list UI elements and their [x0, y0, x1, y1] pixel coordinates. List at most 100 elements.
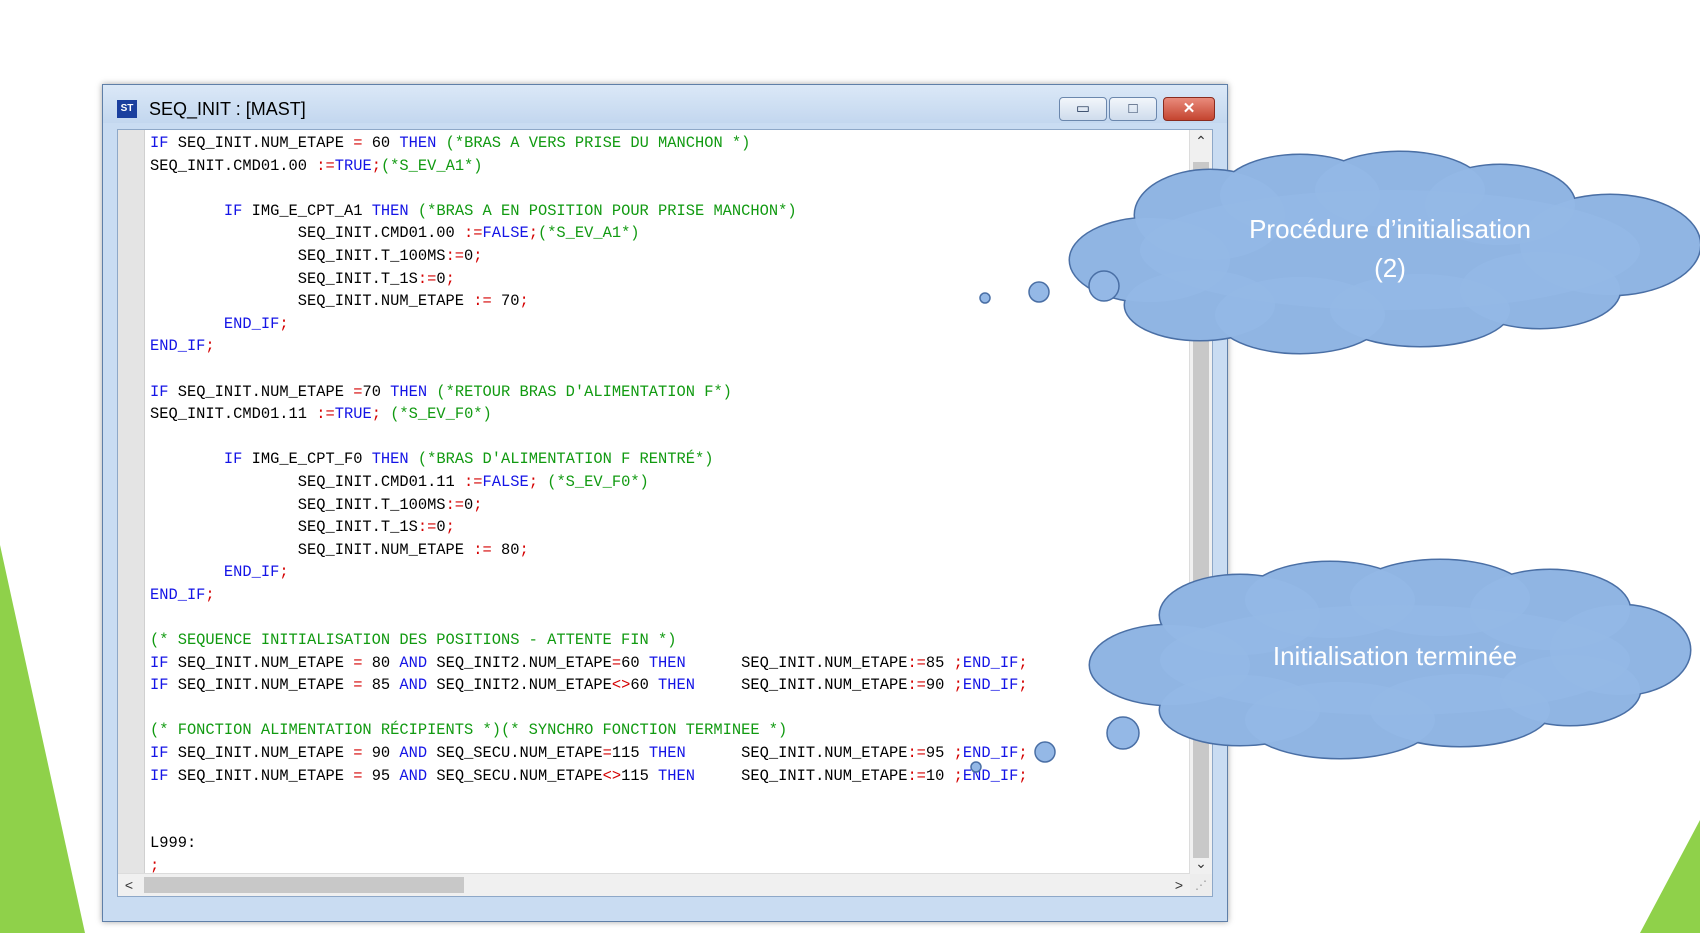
scroll-up-arrow-icon[interactable]: ⌃: [1195, 133, 1207, 149]
cloud-callout-terminee: [1090, 560, 1690, 758]
code-line[interactable]: SEQ_INIT.CMD01.11 :=TRUE; (*S_EV_F0*): [150, 403, 1028, 426]
window-titlebar[interactable]: ST SEQ_INIT : [MAST] ▭ □ ✕: [103, 85, 1227, 123]
code-token: ;: [205, 585, 215, 604]
scroll-left-arrow-icon[interactable]: <: [124, 877, 134, 893]
code-token: SEQ_INIT.T_100MS: [150, 495, 446, 514]
code-token: AND: [399, 676, 428, 695]
code-token: L999:: [150, 834, 197, 853]
code-line[interactable]: L999:: [150, 832, 1028, 855]
code-token: 80: [362, 653, 400, 672]
code-token: SEQ_INIT.T_100MS: [150, 246, 446, 265]
code-token: ;: [205, 337, 215, 356]
code-line[interactable]: END_IF;: [150, 584, 1028, 607]
code-token: SEQ_INIT.NUM_ETAPE: [168, 134, 354, 152]
code-line[interactable]: SEQ_INIT.T_100MS:=0;: [150, 494, 1028, 517]
code-line[interactable]: END_IF;: [150, 335, 1028, 358]
horizontal-scrollbar[interactable]: < >: [118, 873, 1190, 896]
code-token: =: [602, 744, 612, 763]
code-line[interactable]: SEQ_INIT.NUM_ETAPE := 80;: [150, 539, 1028, 562]
code-token: IF: [150, 134, 169, 152]
code-token: ;: [1018, 653, 1028, 672]
code-token: 115: [611, 744, 649, 763]
structured-text-app-icon: ST: [117, 100, 137, 118]
code-token: :=: [464, 472, 483, 491]
code-token: END_IF: [962, 676, 1019, 695]
code-token: ;: [445, 518, 455, 537]
code-line[interactable]: END_IF;: [150, 561, 1028, 584]
code-token: :=: [316, 156, 335, 175]
code-token: ;: [953, 744, 963, 763]
cloud1-text: Procédure d’initialisation (2): [1225, 214, 1555, 284]
code-token: ;: [953, 676, 963, 695]
code-token: TRUE: [334, 405, 372, 424]
code-token: =: [353, 382, 363, 401]
code-line[interactable]: IF SEQ_INIT.NUM_ETAPE = 80 AND SEQ_INIT2…: [150, 652, 1028, 675]
code-token: 70: [362, 382, 391, 401]
code-line[interactable]: SEQ_INIT.CMD01.00 :=FALSE;(*S_EV_A1*): [150, 222, 1028, 245]
minimize-button[interactable]: ▭: [1059, 97, 1107, 121]
code-line[interactable]: SEQ_INIT.T_1S:=0;: [150, 516, 1028, 539]
resize-grip-icon[interactable]: ⋰: [1190, 874, 1212, 896]
code-line[interactable]: ;: [150, 855, 1028, 878]
code-token: (*S_EV_F0*): [390, 405, 492, 424]
code-token: 70: [491, 292, 520, 311]
code-token: SEQ_INIT.T_1S: [150, 269, 418, 288]
code-line[interactable]: SEQ_INIT.T_1S:=0;: [150, 268, 1028, 291]
maximize-button[interactable]: □: [1109, 97, 1157, 121]
code-token: (*RETOUR BRAS D'ALIMENTATION F*): [436, 382, 732, 401]
code-token: END_IF: [223, 563, 280, 582]
scroll-right-arrow-icon[interactable]: >: [1174, 877, 1184, 893]
code-token: 85: [925, 653, 954, 672]
code-token: THEN: [399, 134, 437, 152]
code-line[interactable]: (* FONCTION ALIMENTATION RÉCIPIENTS *)(*…: [150, 719, 1028, 742]
scroll-down-arrow-icon[interactable]: ⌄: [1195, 855, 1207, 871]
code-token: =: [353, 766, 363, 785]
code-token: THEN: [658, 676, 695, 695]
code-token: :=: [907, 766, 926, 785]
code-line[interactable]: END_IF;: [150, 313, 1028, 336]
code-line[interactable]: IF SEQ_INIT.NUM_ETAPE = 60 THEN (*BRAS A…: [150, 132, 1028, 155]
code-text[interactable]: IF SEQ_INIT.NUM_ETAPE = 60 THEN (*BRAS A…: [150, 132, 1028, 878]
code-line[interactable]: IF SEQ_INIT.NUM_ETAPE =70 THEN (*RETOUR …: [150, 381, 1028, 404]
code-token: SEQ_INIT.NUM_ETAPE: [168, 766, 354, 785]
cloud1-line2: (2): [1374, 253, 1406, 283]
code-token: (*S_EV_A1*): [380, 156, 483, 175]
code-token: 85: [362, 676, 400, 695]
code-line[interactable]: (* SEQUENCE INITIALISATION DES POSITIONS…: [150, 629, 1028, 652]
code-editor[interactable]: IF SEQ_INIT.NUM_ETAPE = 60 THEN (*BRAS A…: [117, 129, 1213, 897]
code-line[interactable]: IF SEQ_INIT.NUM_ETAPE = 90 AND SEQ_SECU.…: [150, 742, 1028, 765]
code-token: IMG_E_CPT_A1: [242, 201, 372, 220]
code-token: :=: [445, 246, 465, 265]
code-token: <>: [602, 766, 622, 785]
code-line[interactable]: IF SEQ_INIT.NUM_ETAPE = 95 AND SEQ_SECU.…: [150, 765, 1028, 788]
code-token: :=: [464, 224, 483, 243]
cloud2-text: Initialisation terminée: [1272, 641, 1518, 671]
code-token: IF: [150, 382, 169, 401]
cloud-callout-initialisation: [1070, 152, 1700, 353]
code-line[interactable]: IF SEQ_INIT.NUM_ETAPE = 85 AND SEQ_INIT2…: [150, 674, 1028, 697]
code-line[interactable]: SEQ_INIT.CMD01.11 :=FALSE; (*S_EV_F0*): [150, 471, 1028, 494]
code-token: ;: [519, 292, 529, 311]
code-line[interactable]: SEQ_INIT.T_100MS:=0;: [150, 245, 1028, 268]
code-line[interactable]: SEQ_INIT.NUM_ETAPE := 70;: [150, 290, 1028, 313]
code-token: AND: [399, 744, 428, 763]
code-token: SEQ_INIT.NUM_ETAPE: [150, 292, 474, 311]
code-line[interactable]: IF IMG_E_CPT_A1 THEN (*BRAS A EN POSITIO…: [150, 200, 1028, 223]
code-token: END_IF: [962, 653, 1019, 672]
code-token: SEQ_SECU.NUM_ETAPE: [427, 744, 603, 763]
decorative-green-triangle-left: [0, 545, 85, 933]
code-line[interactable]: SEQ_INIT.CMD01.00 :=TRUE;(*S_EV_A1*): [150, 155, 1028, 178]
horizontal-scroll-thumb[interactable]: [144, 877, 464, 893]
code-token: (* SEQUENCE INITIALISATION DES POSITIONS…: [150, 631, 677, 650]
code-token: SEQ_INIT.NUM_ETAPE: [168, 676, 354, 695]
code-token: 0: [464, 246, 474, 265]
close-button[interactable]: ✕: [1163, 97, 1215, 121]
code-line[interactable]: IF IMG_E_CPT_F0 THEN (*BRAS D'ALIMENTATI…: [150, 448, 1028, 471]
editor-gutter: [118, 130, 145, 874]
code-token: (*BRAS D'ALIMENTATION F RENTRÉ*): [417, 450, 714, 469]
code-token: SEQ_INIT.CMD01.11: [150, 405, 317, 424]
code-token: SEQ_INIT.NUM_ETAPE: [685, 653, 908, 672]
code-token: =: [611, 653, 622, 672]
code-token: ;: [150, 857, 160, 875]
